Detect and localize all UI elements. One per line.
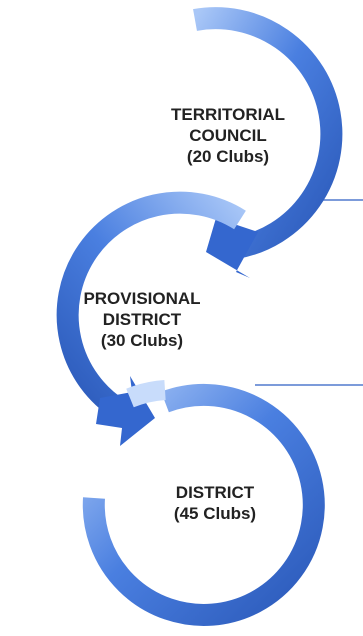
stage-1-line-1: TERRITORIAL	[171, 105, 285, 124]
stage-label-district: DISTRICT (45 Clubs)	[150, 482, 280, 524]
stage-2-line-3: (30 Clubs)	[100, 331, 184, 350]
stage-3-line-2: (45 Clubs)	[173, 504, 257, 523]
cycle-arrow-3	[82, 380, 325, 626]
stage-2-line-1: PROVISIONAL	[83, 289, 201, 308]
stage-1-line-2: COUNCIL	[189, 126, 267, 145]
stage-2-line-2: DISTRICT	[102, 310, 182, 329]
stage-label-territorial-council: TERRITORIAL COUNCIL (20 Clubs)	[148, 104, 308, 167]
stage-label-provisional-district: PROVISIONAL DISTRICT (30 Clubs)	[60, 288, 224, 351]
stage-1-line-3: (20 Clubs)	[186, 147, 270, 166]
stage-3-line-1: DISTRICT	[175, 483, 255, 502]
cycle-arrow-1	[88, 7, 343, 278]
